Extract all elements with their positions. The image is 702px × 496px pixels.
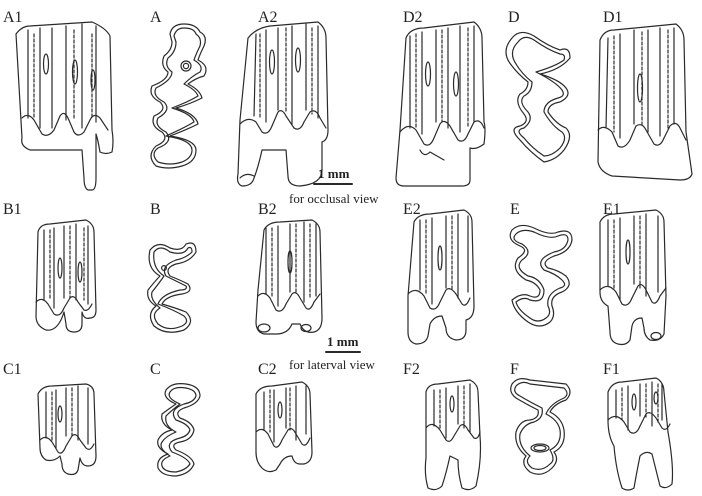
scale-lateral-note: for laterval view bbox=[289, 357, 375, 372]
tooth-F1-lateral bbox=[607, 377, 674, 491]
label-C2: C2 bbox=[258, 361, 277, 378]
label-F: F bbox=[510, 361, 519, 378]
tooth-E2-lateral bbox=[407, 209, 475, 345]
label-B1: B1 bbox=[3, 201, 22, 218]
label-E2: E2 bbox=[403, 201, 421, 218]
label-D: D bbox=[508, 9, 520, 26]
label-B: B bbox=[150, 201, 161, 218]
occlusal-F bbox=[510, 378, 571, 475]
scale-occlusal-note: for occlusal view bbox=[289, 191, 379, 206]
label-A: A bbox=[150, 9, 162, 26]
occlusal-E bbox=[509, 224, 573, 327]
label-D1: D1 bbox=[603, 9, 623, 26]
occlusal-B bbox=[147, 242, 197, 333]
label-B2: B2 bbox=[258, 201, 277, 218]
tooth-F2-lateral bbox=[424, 379, 482, 491]
label-C: C bbox=[150, 361, 161, 378]
tooth-E1-lateral bbox=[599, 209, 667, 346]
tooth-D2-lateral bbox=[395, 21, 486, 187]
tooth-A1-lateral bbox=[15, 21, 114, 191]
label-D2: D2 bbox=[403, 9, 423, 26]
occlusal-D bbox=[505, 31, 571, 163]
occlusal-C bbox=[157, 383, 201, 477]
scale-occlusal-value: 1 mm bbox=[318, 166, 350, 181]
label-F1: F1 bbox=[603, 361, 620, 378]
label-A1: A1 bbox=[3, 9, 23, 26]
label-A2: A2 bbox=[258, 9, 278, 26]
tooth-B1-lateral bbox=[35, 219, 97, 333]
tooth-C2-lateral bbox=[255, 381, 313, 473]
tooth-A2-lateral bbox=[236, 21, 329, 187]
tooth-D1-lateral bbox=[597, 23, 693, 181]
label-E: E bbox=[510, 201, 520, 218]
tooth-B2-lateral bbox=[255, 219, 323, 335]
tooth-C1-lateral bbox=[37, 383, 97, 476]
label-E1: E1 bbox=[603, 201, 621, 218]
occlusal-A bbox=[150, 23, 207, 169]
label-C1: C1 bbox=[3, 361, 22, 378]
label-F2: F2 bbox=[403, 361, 420, 378]
scale-lateral-value: 1 mm bbox=[327, 334, 359, 349]
